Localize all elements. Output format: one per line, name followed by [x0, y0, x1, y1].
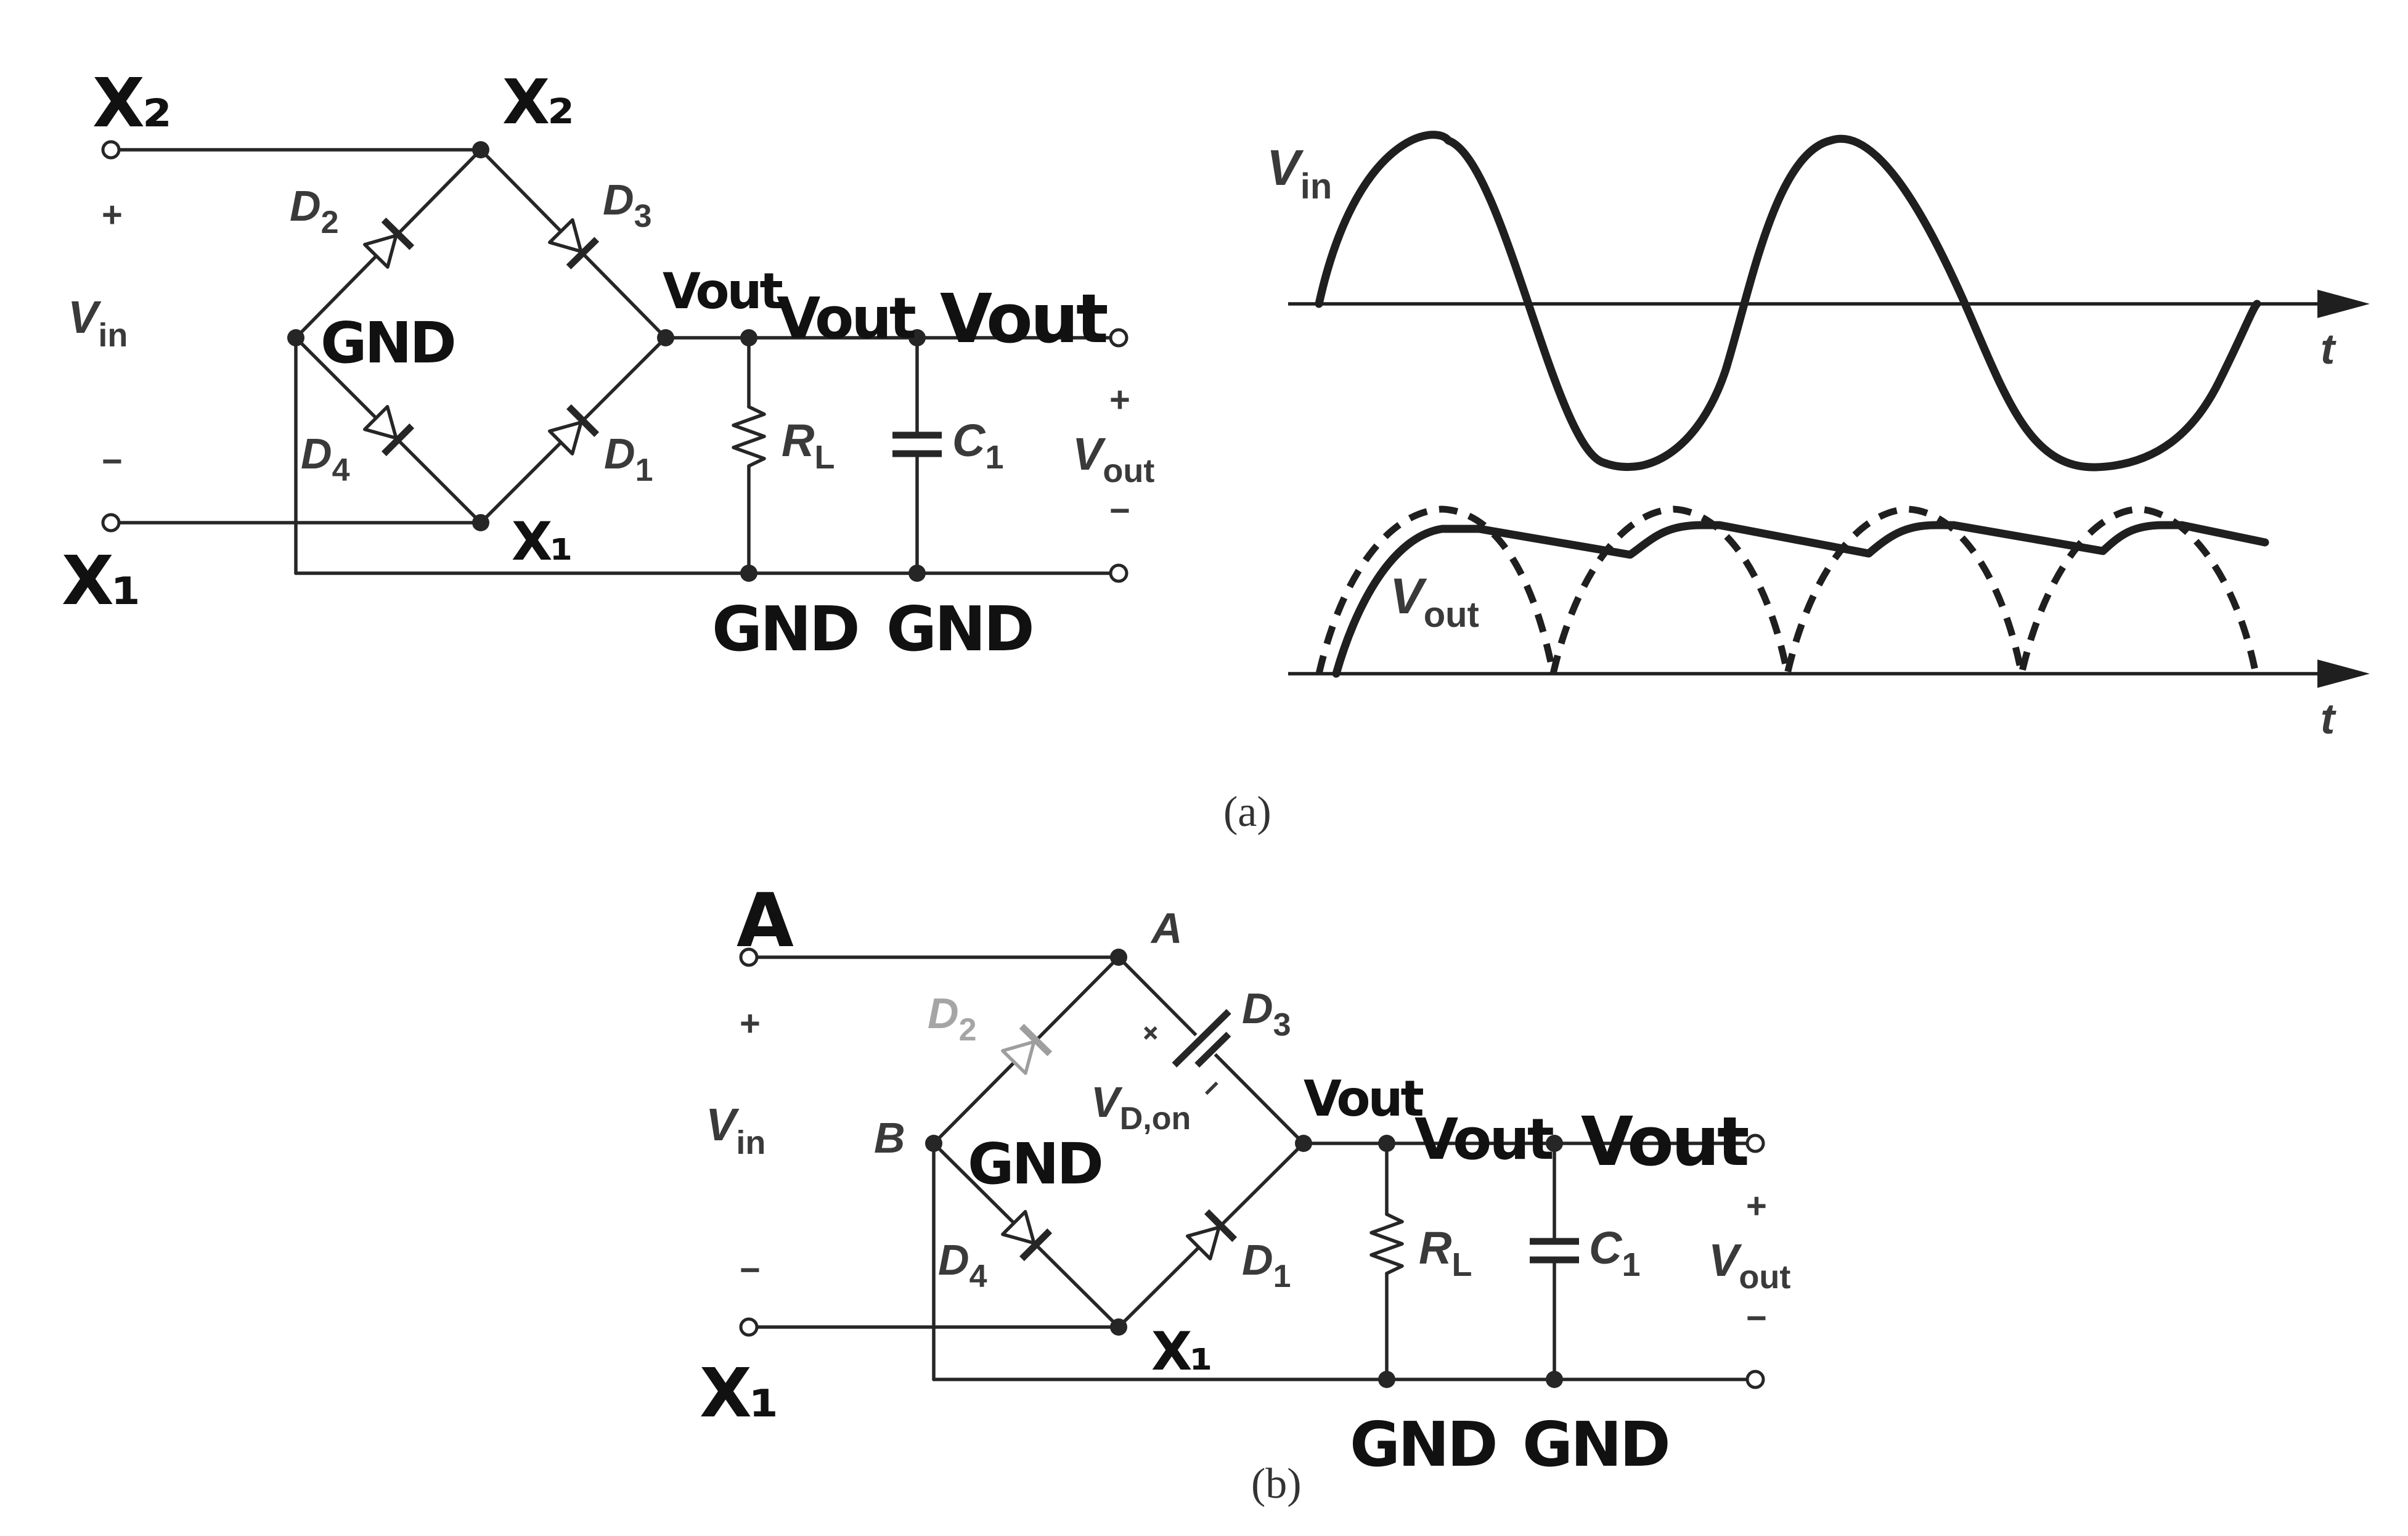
vin-plus-b: +: [740, 1003, 761, 1044]
rectified-dashed-wave: [1315, 505, 2259, 675]
hand-gnd-rl-a: GND: [712, 593, 858, 665]
hand-vout-cap-b: Vout: [1581, 1102, 1749, 1181]
d4-label-a: D4: [301, 430, 350, 488]
d3-label-a: D3: [603, 176, 651, 234]
c1-label-a: C1: [952, 415, 1004, 476]
hand-vout-node-a: Vout: [663, 263, 782, 320]
terminal-out-top-b: [1745, 1134, 1765, 1153]
node-x1-b: [1110, 1318, 1127, 1336]
terminal-out-bottom-b: [1745, 1370, 1765, 1389]
hand-gnd-cap-a: GND: [886, 593, 1032, 665]
diode-d3: [548, 218, 600, 270]
vin-label-b: Vin: [706, 1099, 765, 1161]
diode-d2-b: [1001, 1023, 1053, 1075]
diode-d1: [548, 404, 600, 455]
hand-vout-node-b: Vout: [1304, 1070, 1423, 1127]
node-b-label-b: B: [874, 1114, 905, 1162]
resistor-rl: [732, 405, 766, 468]
vout-plus-b: +: [1746, 1186, 1767, 1226]
vout-axis-arrow: [2317, 660, 2370, 688]
vin-plus-a: +: [102, 195, 123, 235]
node-rl-bottom: [740, 565, 757, 582]
hand-x2-top-a: X₂: [502, 66, 572, 138]
terminal-in-top: [101, 140, 121, 160]
circuit-b: A B + Vin − D2 D3 + − VD,on D4 D1 RL C1 …: [700, 878, 1790, 1481]
node-b-b: [925, 1135, 942, 1152]
hand-gnd-rl-b: GND: [1350, 1408, 1496, 1481]
node-c1-top-b: [1546, 1135, 1563, 1152]
d1-label-b: D1: [1242, 1236, 1291, 1294]
node-vout-bridge-b: [1295, 1135, 1312, 1152]
caption-b: (b): [1251, 1460, 1302, 1508]
node-gnd: [287, 329, 304, 346]
node-rl-bottom-b: [1378, 1371, 1395, 1388]
vin-wave-label: Vin: [1267, 140, 1332, 206]
vd-minus-b: −: [1193, 1069, 1230, 1106]
terminal-in-bottom-b: [739, 1317, 759, 1337]
vin-axis-arrow: [2317, 290, 2370, 318]
node-rl-top: [740, 329, 757, 346]
hand-gnd-center-b: GND: [968, 1131, 1101, 1197]
vout-wave-label: Vout: [1390, 568, 1479, 635]
caption-a: (a): [1223, 788, 1271, 836]
rl-label-a: RL: [782, 415, 835, 476]
vout-plus-a: +: [1109, 380, 1130, 420]
diode-d4-b: [1001, 1210, 1053, 1262]
hand-x1-bottom-a: X₁: [512, 511, 571, 573]
hand-x1-left-b: X₁: [700, 1354, 777, 1432]
vin-label-a: Vin: [68, 292, 128, 354]
hand-gnd-center-a: GND: [320, 310, 454, 376]
diode-d1-b: [1186, 1209, 1238, 1260]
diode-d4: [363, 405, 415, 457]
rl-label-b: RL: [1419, 1222, 1472, 1283]
d2-label-b: D2: [928, 989, 976, 1048]
resistor-rl-b: [1369, 1212, 1404, 1275]
node-c1-bottom-b: [1546, 1371, 1563, 1388]
node-c1-top: [908, 329, 926, 346]
node-x1: [472, 514, 489, 531]
d1-label-a: D1: [604, 430, 653, 488]
diode-d2: [363, 217, 415, 269]
vout-label-a: Vout: [1072, 428, 1154, 489]
vin-minus-b: −: [740, 1250, 761, 1290]
vout-label-b: Vout: [1708, 1235, 1790, 1296]
terminal-in-bottom: [101, 513, 121, 533]
hand-x1-left-a: X₁: [62, 541, 139, 620]
terminal-in-top-b: [739, 947, 759, 967]
d4-label-b: D4: [938, 1236, 987, 1294]
d2-label-a: D2: [290, 182, 338, 240]
waveforms-a: t Vin t Vout: [1267, 131, 2370, 743]
vout-minus-a: −: [1109, 491, 1130, 531]
vout-ripple-wave: [1332, 521, 2269, 678]
node-vout-bridge: [657, 329, 674, 346]
hand-vout-rl-b: Vout: [1414, 1106, 1553, 1172]
hand-x1-bottom-b: X₁: [1151, 1321, 1210, 1383]
terminal-out-bottom: [1109, 563, 1128, 583]
node-x2: [472, 141, 489, 158]
vd-plus-b: +: [1132, 1015, 1169, 1052]
hand-vout-rl-a: Vout: [777, 285, 915, 351]
battery-d3-b: [1169, 1006, 1245, 1081]
terminal-out-top: [1109, 328, 1128, 348]
c1-label-b: C1: [1589, 1222, 1641, 1283]
hand-gnd-cap-b: GND: [1522, 1408, 1668, 1481]
d3-label-b: D3: [1242, 984, 1291, 1043]
vd-on-label-b: VD,on: [1091, 1078, 1191, 1137]
node-a-b: [1110, 949, 1127, 966]
vin-minus-a: −: [102, 441, 123, 481]
vin-sine-wave: [1315, 131, 2261, 472]
circuit-a: + Vin − D2 D3 D4 D1 RL C1 + Vout − X₂ X₂…: [62, 63, 1154, 665]
hand-x2-left-a: X₂: [92, 63, 169, 142]
node-rl-top-b: [1378, 1135, 1395, 1152]
t-label-bottom: t: [2320, 695, 2337, 743]
hand-a-left-b: A: [737, 878, 794, 964]
t-label-top: t: [2320, 325, 2337, 373]
hand-vout-cap-a: Vout: [940, 279, 1108, 358]
node-a-label-b: A: [1150, 904, 1183, 952]
node-c1-bottom: [908, 565, 926, 582]
vout-minus-b: −: [1746, 1298, 1767, 1338]
